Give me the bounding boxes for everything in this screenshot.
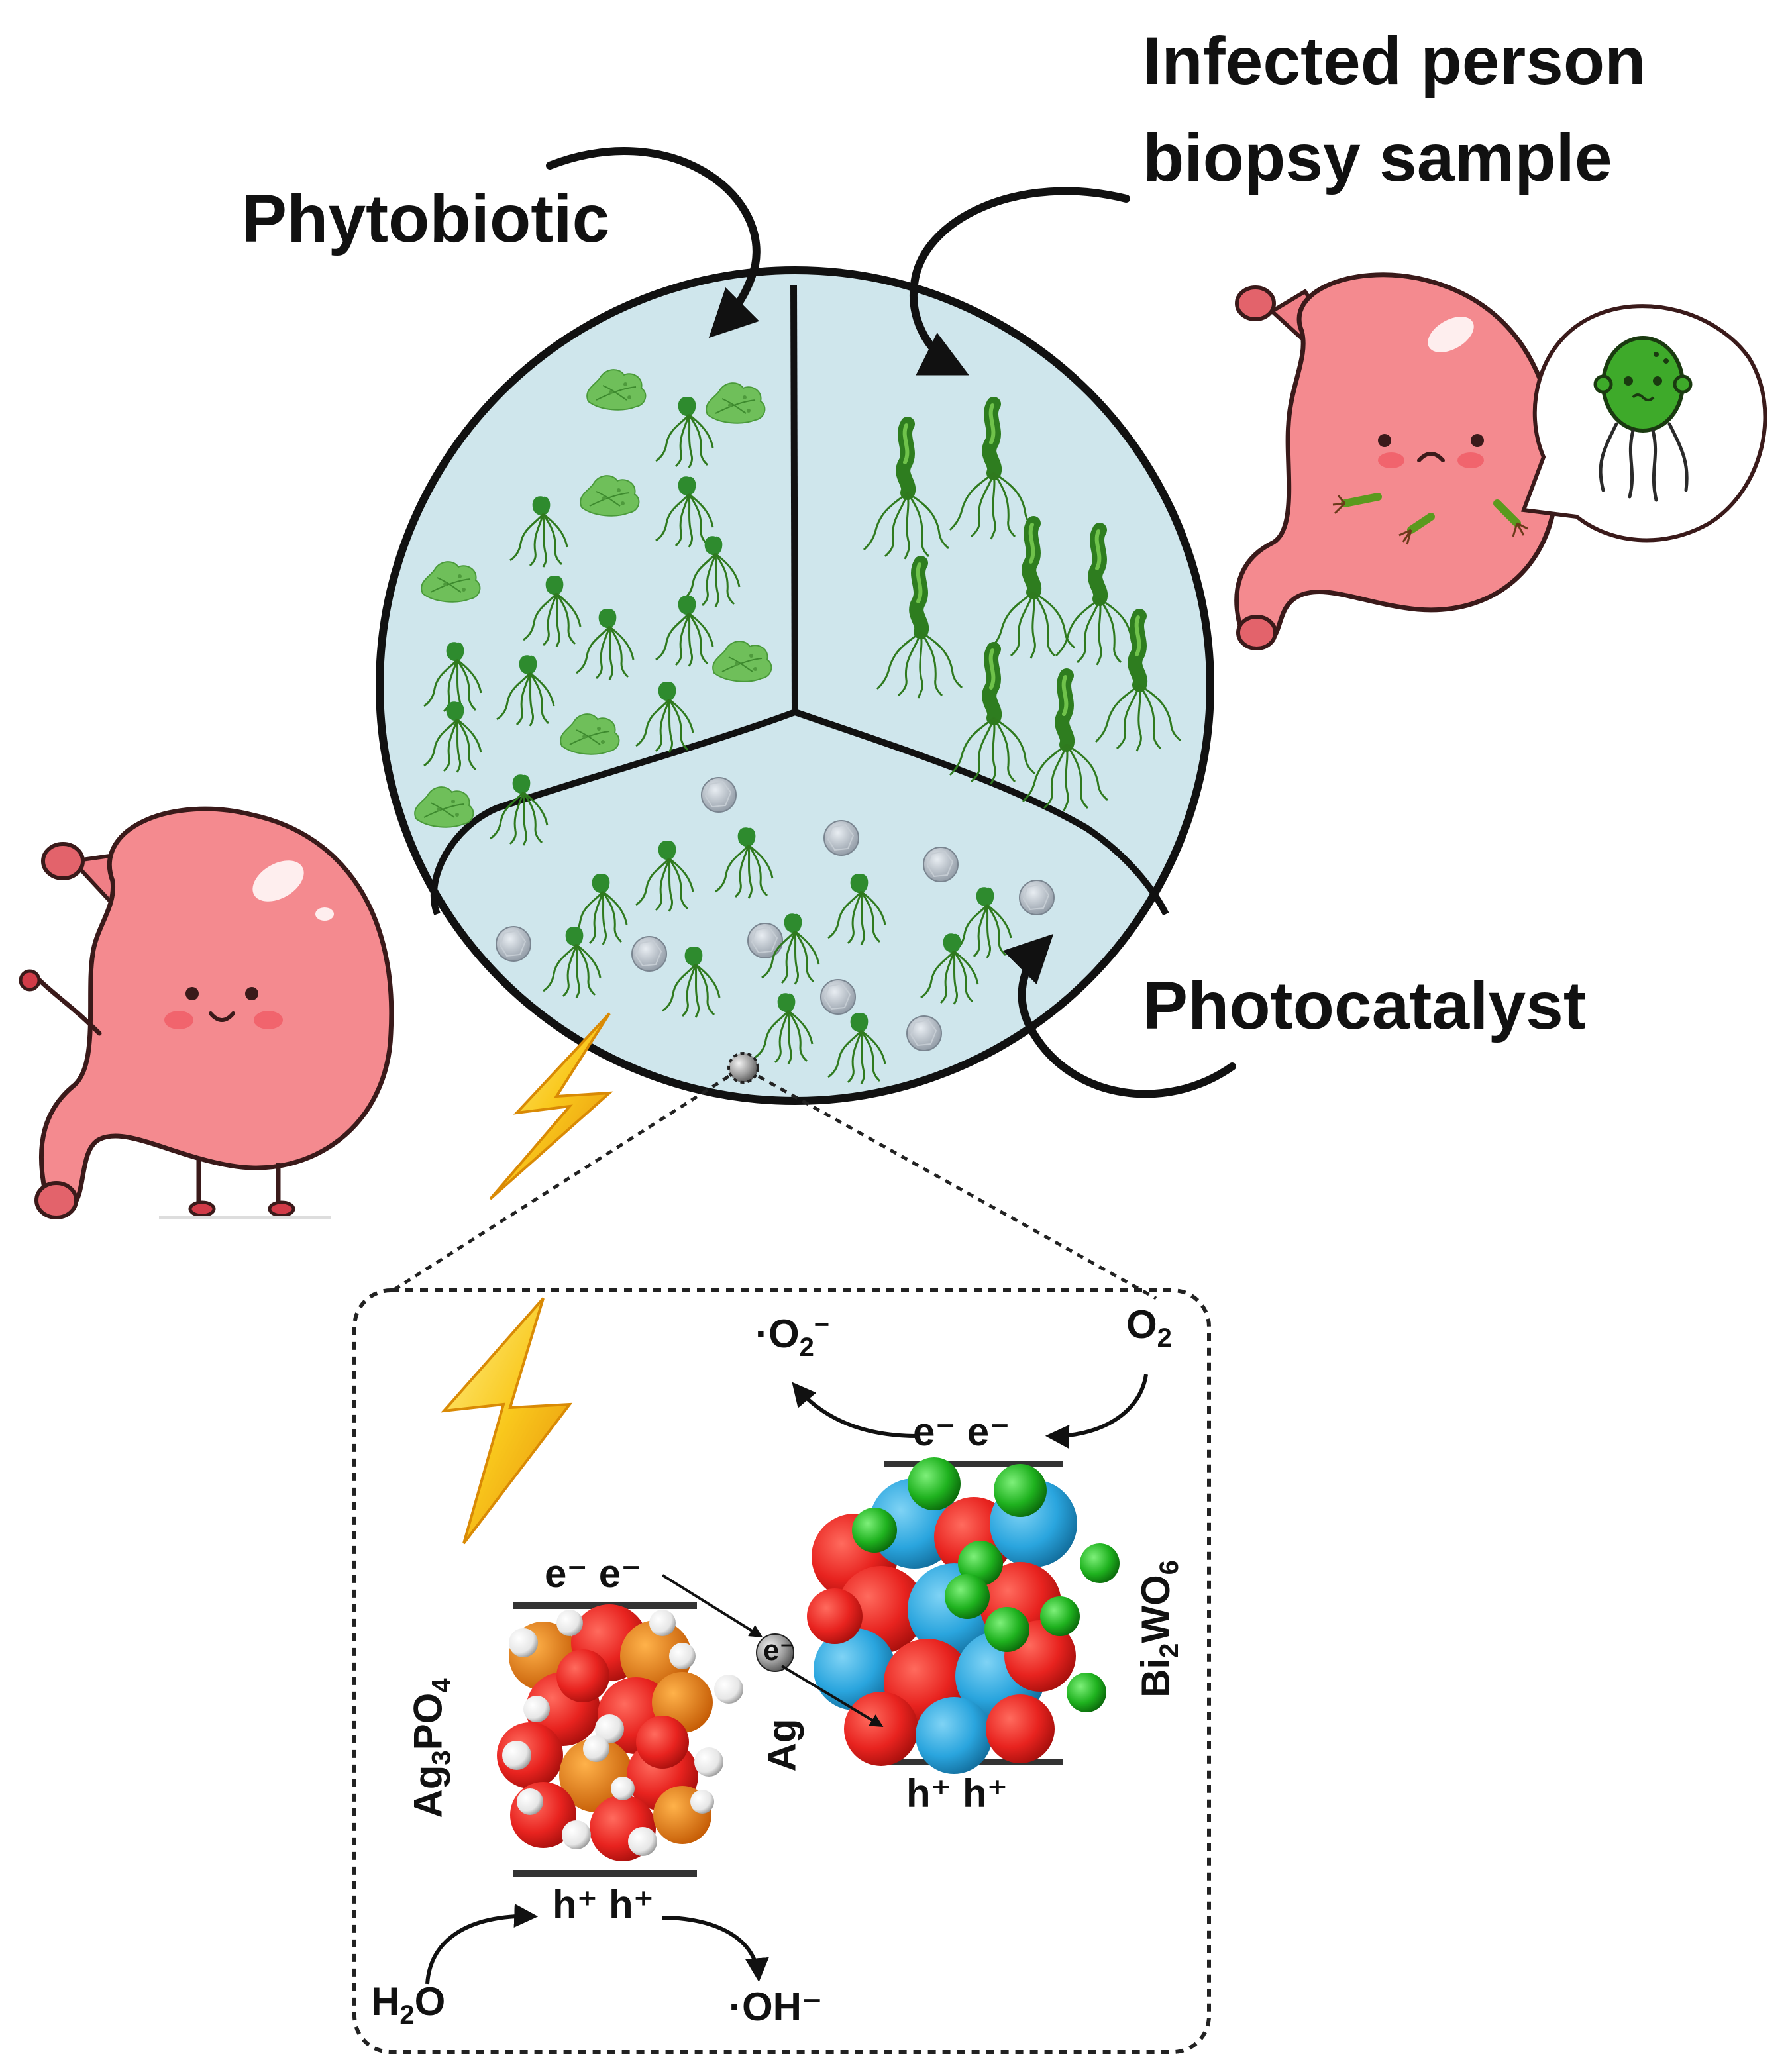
nanoparticle-icon — [823, 820, 859, 856]
curved-arrows — [546, 147, 1236, 1098]
silver-label: Ag — [759, 1718, 804, 1772]
bi2wo6-holes-label: h⁺ h⁺ — [906, 1771, 1008, 1816]
water-label: H2O — [371, 1979, 446, 2030]
oxygen-label: O2 — [1126, 1302, 1172, 1353]
nanoparticle-icon — [906, 1015, 942, 1051]
nanoparticle-icon — [496, 926, 531, 962]
ag3po4-holes-label: h⁺ h⁺ — [553, 1883, 655, 1927]
phytobiotic-label: Phytobiotic — [242, 181, 610, 256]
hydroxyl-label: ·OH⁻ — [729, 1985, 823, 2029]
nanoparticle-icon — [1019, 880, 1055, 915]
nanoparticle-icon — [923, 847, 959, 882]
sad-stomach-icon — [1234, 272, 1767, 650]
bi2wo6-electrons-label: e⁻ e⁻ — [913, 1410, 1010, 1454]
nanoparticle-icon — [820, 979, 856, 1015]
nanoparticle-icon — [631, 936, 667, 972]
zoom-connector — [390, 1074, 1157, 1300]
lightning-icon — [489, 1012, 613, 1200]
nanoparticle-icon — [701, 777, 737, 813]
inset-lightning-icon — [441, 1297, 573, 1545]
ag3po4-crystal — [497, 1602, 743, 1877]
happy-stomach-icon — [19, 806, 394, 1219]
photocatalyst-sector — [496, 777, 1055, 1085]
petri-dish — [376, 266, 1214, 1105]
nanoparticle-icon — [747, 923, 783, 958]
silver-particle-icon — [756, 1633, 794, 1672]
superoxide-label: ·O2− — [755, 1310, 830, 1362]
selected-particle — [727, 1052, 759, 1084]
bi2wo6-crystal — [807, 1457, 1120, 1774]
ag3po4-electrons-label: e⁻ e⁻ — [545, 1551, 642, 1596]
biopsy-label-line2: biopsy sample — [1143, 120, 1612, 195]
ag3po4-label: Ag3PO4 — [405, 1678, 456, 1818]
silver-electron-label: e⁻ — [763, 1634, 795, 1667]
photocatalyst-label: Photocatalyst — [1143, 968, 1586, 1043]
biopsy-label-line1: Infected person — [1143, 23, 1646, 99]
bi2wo6-label: Bi2WO6 — [1133, 1560, 1184, 1698]
mechanism-inset — [352, 1288, 1211, 2054]
